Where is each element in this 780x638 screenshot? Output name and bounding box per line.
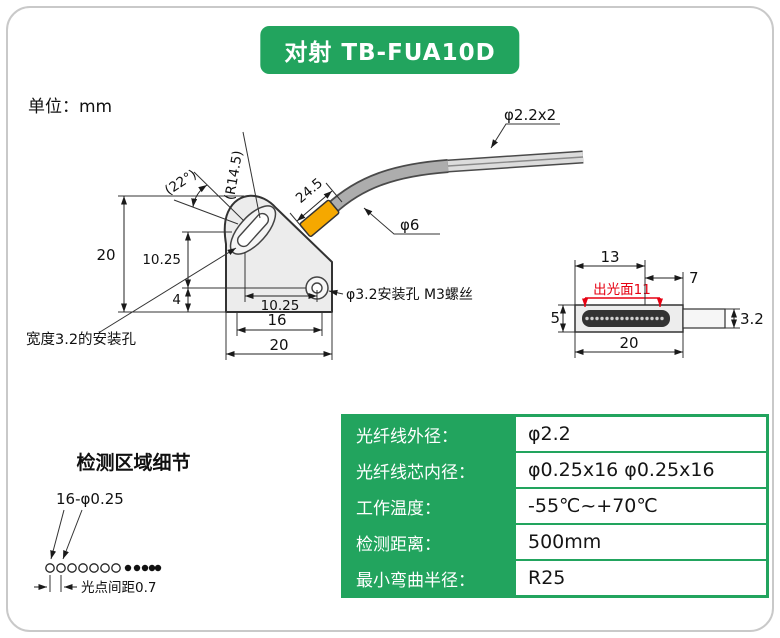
spec-value-bend-radius: R25 — [515, 560, 767, 596]
title-badge: 对射 TB-FUA10D — [260, 26, 520, 74]
spec-value-core-diameter: φ0.25x16 φ0.25x16 — [515, 452, 767, 488]
label-phi2-2x2: φ2.2x2 — [504, 106, 556, 124]
label-phi6: φ6 — [400, 216, 419, 234]
spec-table: 光纤线外径： φ2.2 光纤线芯内径： φ0.25x16 φ0.25x16 工作… — [341, 414, 769, 598]
fiber-end-dots — [585, 316, 664, 321]
fiber-cable — [326, 150, 584, 215]
dim-angle-22: (22°) — [162, 167, 200, 199]
spec-label-distance: 检测距离： — [343, 524, 515, 560]
dim-7: 7 — [689, 269, 699, 287]
unit-label: 单位：mm — [28, 97, 113, 117]
dim-r14-5: (R14.5) — [222, 149, 246, 201]
dim-w-20: 20 — [269, 336, 288, 354]
pitch-dimension — [34, 575, 77, 592]
dimension-lines — [99, 123, 560, 360]
spec-label-outer-diameter: 光纤线外径： — [343, 416, 515, 452]
side-view-tab — [682, 308, 726, 329]
detection-detail-drawing: 16-φ0.25 光点间距0.7 — [34, 490, 162, 596]
label-mounting-hole: φ3.2安装孔 M3螺丝 — [346, 287, 473, 303]
spec-value-outer-diameter: φ2.2 — [515, 416, 767, 452]
dim-w-16: 16 — [267, 311, 286, 329]
dim-h-10-25: 10.25 — [261, 298, 300, 314]
dim-3-2: 3.2 — [740, 310, 764, 328]
dim-side-20: 20 — [619, 334, 638, 352]
side-view-drawing: 出光面11 13 7 5 3.2 20 — [550, 248, 764, 358]
dim-24-5: 24.5 — [293, 175, 326, 207]
spec-value-temperature: -55℃~+70℃ — [515, 488, 767, 524]
dim-v-10-25: 10.25 — [142, 252, 181, 268]
light-spots — [45, 563, 162, 573]
dim-13: 13 — [600, 248, 619, 266]
spec-label-core-diameter: 光纤线芯内径： — [343, 452, 515, 488]
main-drawing: 20 10.25 4 10.25 16 20 24.5 (R14.5) (22°… — [26, 106, 584, 360]
dim-v-4: 4 — [172, 292, 181, 308]
side-dimension-lines — [558, 260, 740, 358]
dim-height-20: 20 — [96, 246, 115, 264]
label-spot-pitch: 光点间距0.7 — [81, 580, 156, 596]
label-spots: 16-φ0.25 — [56, 490, 124, 508]
label-emitting-surface: 出光面11 — [593, 282, 651, 298]
label-mounting-slot: 宽度3.2的安装孔 — [26, 331, 137, 348]
spot-leaders — [50, 509, 83, 560]
emit-dimension — [582, 297, 663, 307]
detection-detail-title: 检测区域细节 — [76, 452, 191, 474]
dim-5: 5 — [550, 309, 560, 327]
spec-label-temperature: 工作温度： — [343, 488, 515, 524]
spec-value-distance: 500mm — [515, 524, 767, 560]
spec-label-bend-radius: 最小弯曲半径： — [343, 560, 515, 596]
